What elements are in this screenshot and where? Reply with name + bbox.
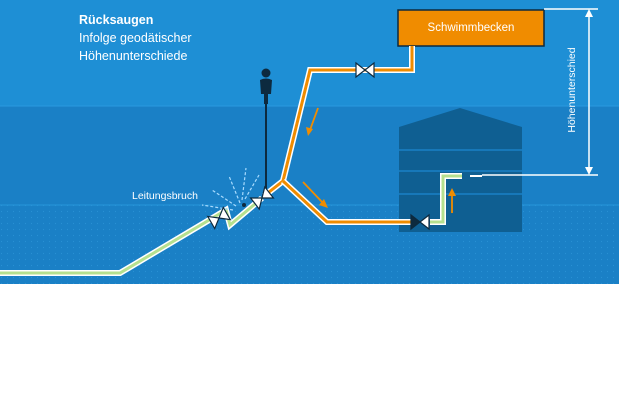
arrow-icon (302, 181, 328, 208)
valve-icon (249, 185, 275, 211)
title-line-1: Rücksaugen (79, 13, 154, 27)
water-spray-icon (201, 167, 260, 211)
title-line-2: Infolge geodätischer (79, 31, 192, 45)
arrow-icon (448, 188, 456, 213)
person-icon (260, 68, 272, 193)
building (399, 108, 522, 232)
valve-icon (410, 213, 430, 231)
height-dimension (482, 8, 598, 176)
pool-box (397, 9, 545, 47)
break-point (242, 203, 246, 207)
valve-icon (355, 61, 375, 79)
arrow-icon (306, 107, 319, 136)
pool-label: Schwimmbecken (427, 22, 515, 34)
height-difference-label: Höhenunterschied (566, 47, 578, 133)
valve-icon (206, 206, 232, 230)
pipe-break-label: Leitungsbruch (132, 190, 198, 202)
diagram-title: Rücksaugen Infolge geodätischer Höhenunt… (79, 11, 192, 65)
title-line-3: Höhenunterschiede (79, 49, 188, 63)
